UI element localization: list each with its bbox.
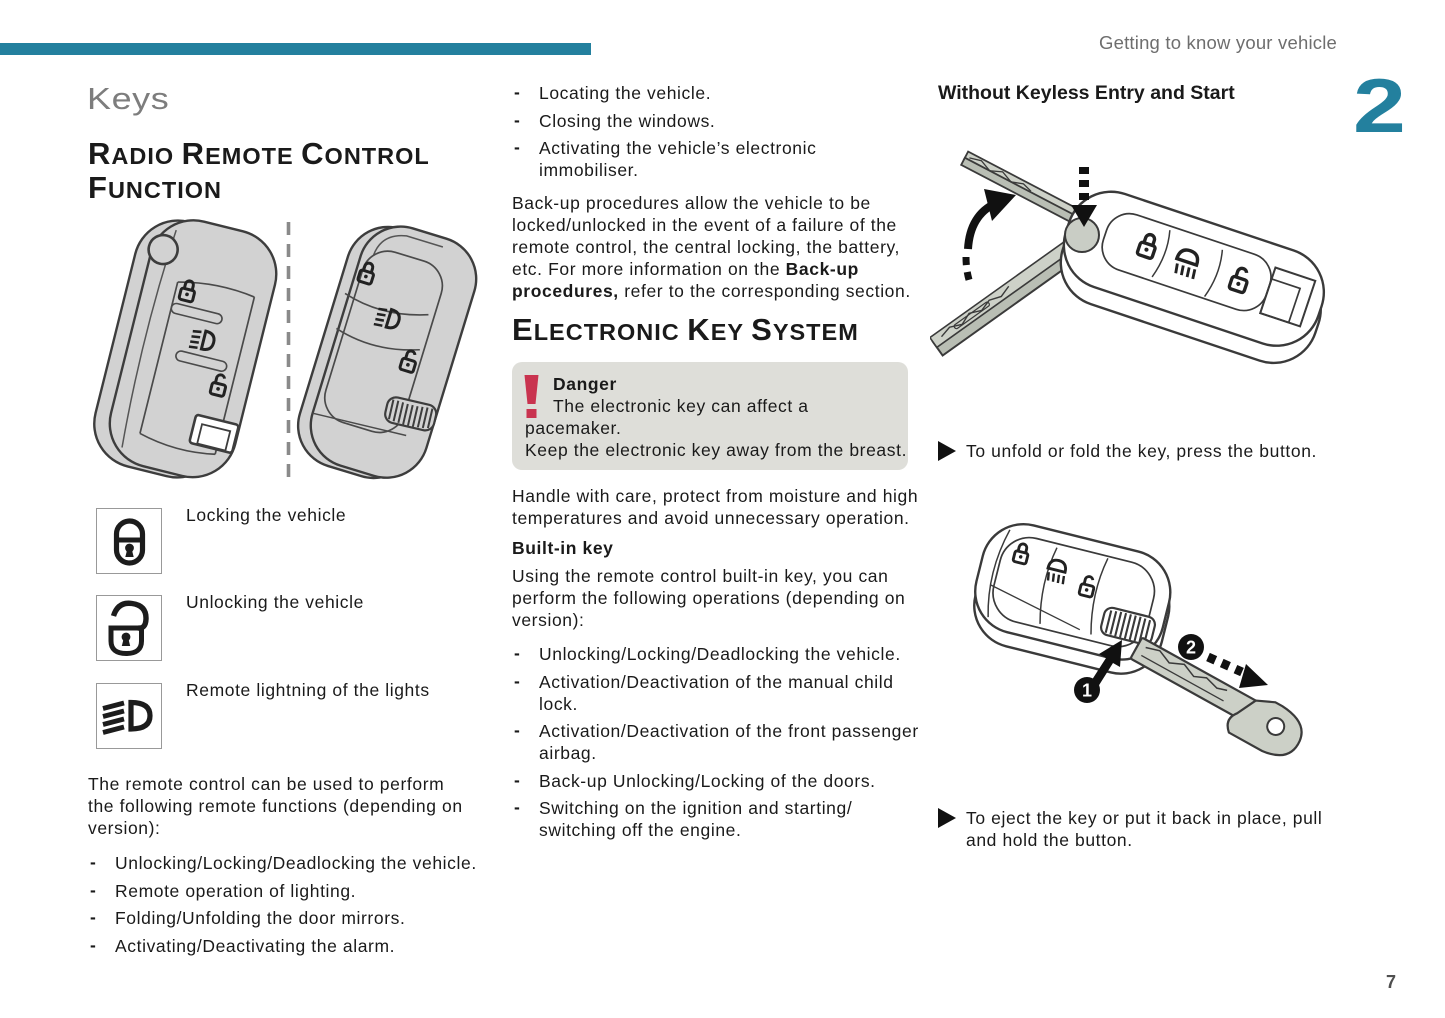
svg-text:1: 1 bbox=[1082, 681, 1092, 701]
svg-text:2: 2 bbox=[1186, 638, 1196, 658]
